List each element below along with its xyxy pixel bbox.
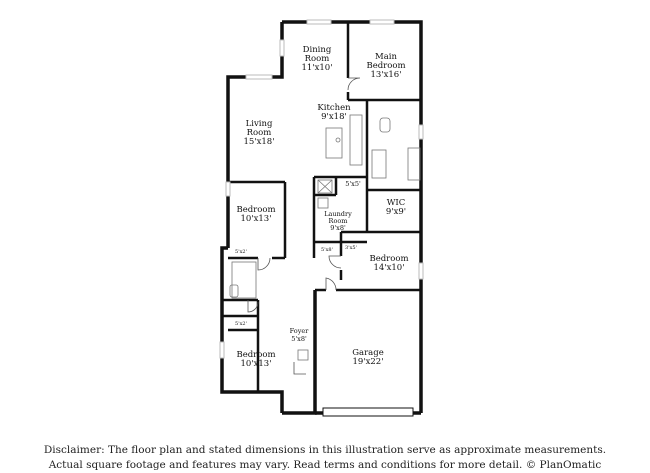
washer-icon [317,197,329,209]
living-name2: Room [247,128,272,138]
tub-main [371,149,387,179]
main-bedroom-name: Main [375,52,397,62]
laundry-name: Laundry [324,210,352,218]
main-bedroom-dims: 13'x16' [370,70,401,80]
shower-icon [317,179,333,194]
bedroom-right-dims: 14'x10' [373,263,404,273]
bedroom-left-dims: 10'x13' [240,214,271,224]
kitchen-dims: 9'x18' [321,112,347,122]
foyer-name: Foyer [290,327,310,335]
window-main-side [418,124,424,140]
vanity-main [407,147,421,181]
closet-b-dims: 5'x8' [321,247,333,253]
window-bedroom-bottom [219,341,225,359]
dining-dims: 11'x10' [301,63,332,73]
windows [219,19,424,359]
kitchen-name: Kitchen [317,103,351,113]
window-main-bedroom [369,19,395,25]
toilet-main-icon [379,117,391,133]
dining-name2: Room [305,54,330,64]
disclaimer-line-1: Disclaimer: The floor plan and stated di… [43,444,607,456]
disclaimer-line-2: Actual square footage and features may v… [48,459,602,471]
living-name: Living [246,119,273,129]
window-dining [306,19,332,25]
closet-a-dims: 5'x2' [235,249,247,255]
stairs-icon [297,349,309,361]
bedroom-bottom-name: Bedroom [236,350,275,360]
window-living-top [245,74,273,80]
bath-small-dims: 5'x5' [345,180,361,188]
bedroom-bottom-dims: 10'x13' [240,359,271,369]
wic-dims: 9'x9' [386,207,406,217]
dining-name: Dining [303,45,332,55]
tub-hall [231,261,257,299]
window-bedroom-right [418,262,424,280]
living-dims: 15'x18' [243,137,274,147]
bedroom-left-name: Bedroom [236,205,275,215]
kitchen-island [325,127,343,159]
laundry-name2: Room [329,217,348,225]
island-sink-icon [335,137,341,143]
bedroom-right-name: Bedroom [369,254,408,264]
door-swings [247,77,361,375]
garage-dims: 19'x22' [352,357,383,367]
window-living-side [225,181,231,197]
fixtures [229,114,421,361]
closet-d-dims: 5'x2' [235,321,247,327]
window-dining-side [279,39,285,57]
foyer-dims: 5'x8' [291,335,307,343]
wic-name: WIC [387,198,406,208]
garage-door [322,407,414,417]
main-bedroom-name2: Bedroom [366,61,405,71]
kitchen-counter [349,114,363,166]
laundry-dims: 9'x8' [330,224,346,232]
room-labels: Dining Room 11'x10' Main Bedroom 13'x16'… [235,45,409,369]
garage-name: Garage [352,348,383,358]
interior-walls [222,22,421,392]
closet-c-dims: 3'x5' [345,245,357,251]
toilet-hall-icon [229,284,239,298]
floor-plan: Dining Room 11'x10' Main Bedroom 13'x16'… [219,19,424,417]
